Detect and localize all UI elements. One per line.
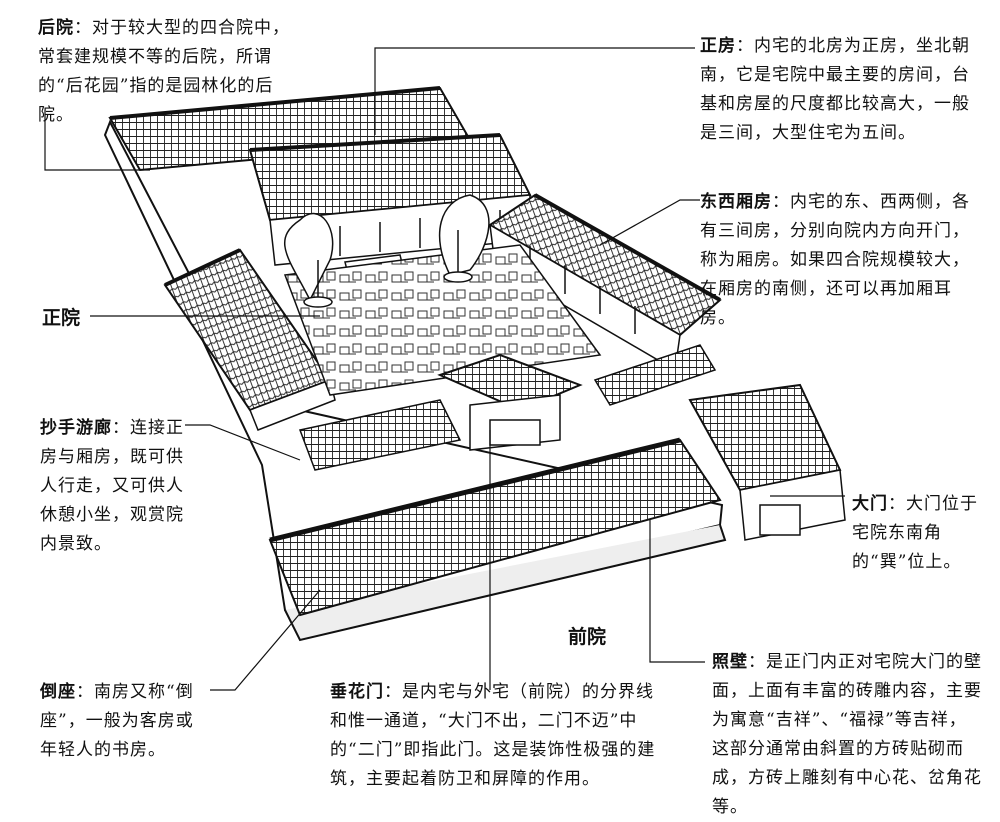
annotation-screen-wall: 照壁：是正门内正对宅院大门的壁面，上面有丰富的砖雕内容，主要为寓意“吉祥”、“福…	[712, 648, 984, 822]
annotation-title: 大门	[852, 494, 888, 514]
annotation-title: 照壁	[712, 652, 748, 672]
annotation-back-courtyard: 后院：对于较大型的四合院中，常套建规模不等的后院，所谓的“后花园”指的是园林化的…	[38, 14, 303, 130]
annotation-text: ：是内宅与外宅（前院）的分界线和惟一通道，“大门不出，二门不迈”中的“二门”即指…	[330, 682, 656, 789]
annotation-hanging-flower-gate: 垂花门：是内宅与外宅（前院）的分界线和惟一通道，“大门不出，二门不迈”中的“二门…	[330, 678, 670, 794]
veranda-corridor	[298, 344, 717, 471]
main-gate	[688, 383, 846, 541]
annotation-text: ：内宅的东、西两侧，各有三间房，分别向院内方向开门，称为厢房。如果四合院规模较大…	[700, 192, 970, 328]
annotation-title: 正房	[700, 36, 736, 56]
annotation-text: ：连接正房与厢房，既可供人行走，又可供人休憩小坐，观赏院内景致。	[40, 418, 184, 554]
annotation-main-gate: 大门：大门位于宅院东南角的“巽”位上。	[852, 490, 982, 577]
annotation-title: 垂花门	[330, 682, 384, 702]
annotation-text: ：对于较大型的四合院中，常套建规模不等的后院，所谓的“后花园”指的是园林化的后院…	[38, 18, 290, 125]
annotation-south-row: 倒座：南房又称“倒座”，一般为客房或年轻人的书房。	[40, 678, 200, 765]
annotation-title: 倒座	[40, 682, 76, 702]
annotation-text: ：内宅的北房为正房，坐北朝南，它是宅院中最主要的房间，台基和房屋的尺度都比较高大…	[700, 36, 970, 143]
hanging-flower-gate	[437, 353, 583, 451]
annotation-title: 后院	[38, 18, 74, 38]
annotation-title: 东西厢房	[700, 192, 772, 212]
south-row	[268, 437, 722, 617]
annotation-main-hall: 正房：内宅的北房为正房，坐北朝南，它是宅院中最主要的房间，台基和房屋的尺度都比较…	[700, 32, 982, 148]
annotation-veranda: 抄手游廊：连接正房与厢房，既可供人行走，又可供人休憩小坐，观赏院内景致。	[40, 414, 190, 559]
annotation-title: 抄手游廊	[40, 418, 112, 438]
annotation-text: ：南房又称“倒座”，一般为客房或年轻人的书房。	[40, 682, 194, 760]
courtyard-trees	[283, 194, 490, 308]
annotation-side-wings: 东西厢房：内宅的东、西两侧，各有三间房，分别向院内方向开门，称为厢房。如果四合院…	[700, 188, 982, 333]
label-front-courtyard: 前院	[568, 626, 607, 648]
annotation-text: ：是正门内正对宅院大门的壁面，上面有丰富的砖雕内容，主要为寓意“吉祥”、“福禄”…	[712, 652, 982, 817]
annotation-text: ：大门位于宅院东南角的“巽”位上。	[852, 494, 978, 572]
leader-lines	[44, 47, 845, 691]
label-main-courtyard: 正院	[42, 307, 81, 329]
